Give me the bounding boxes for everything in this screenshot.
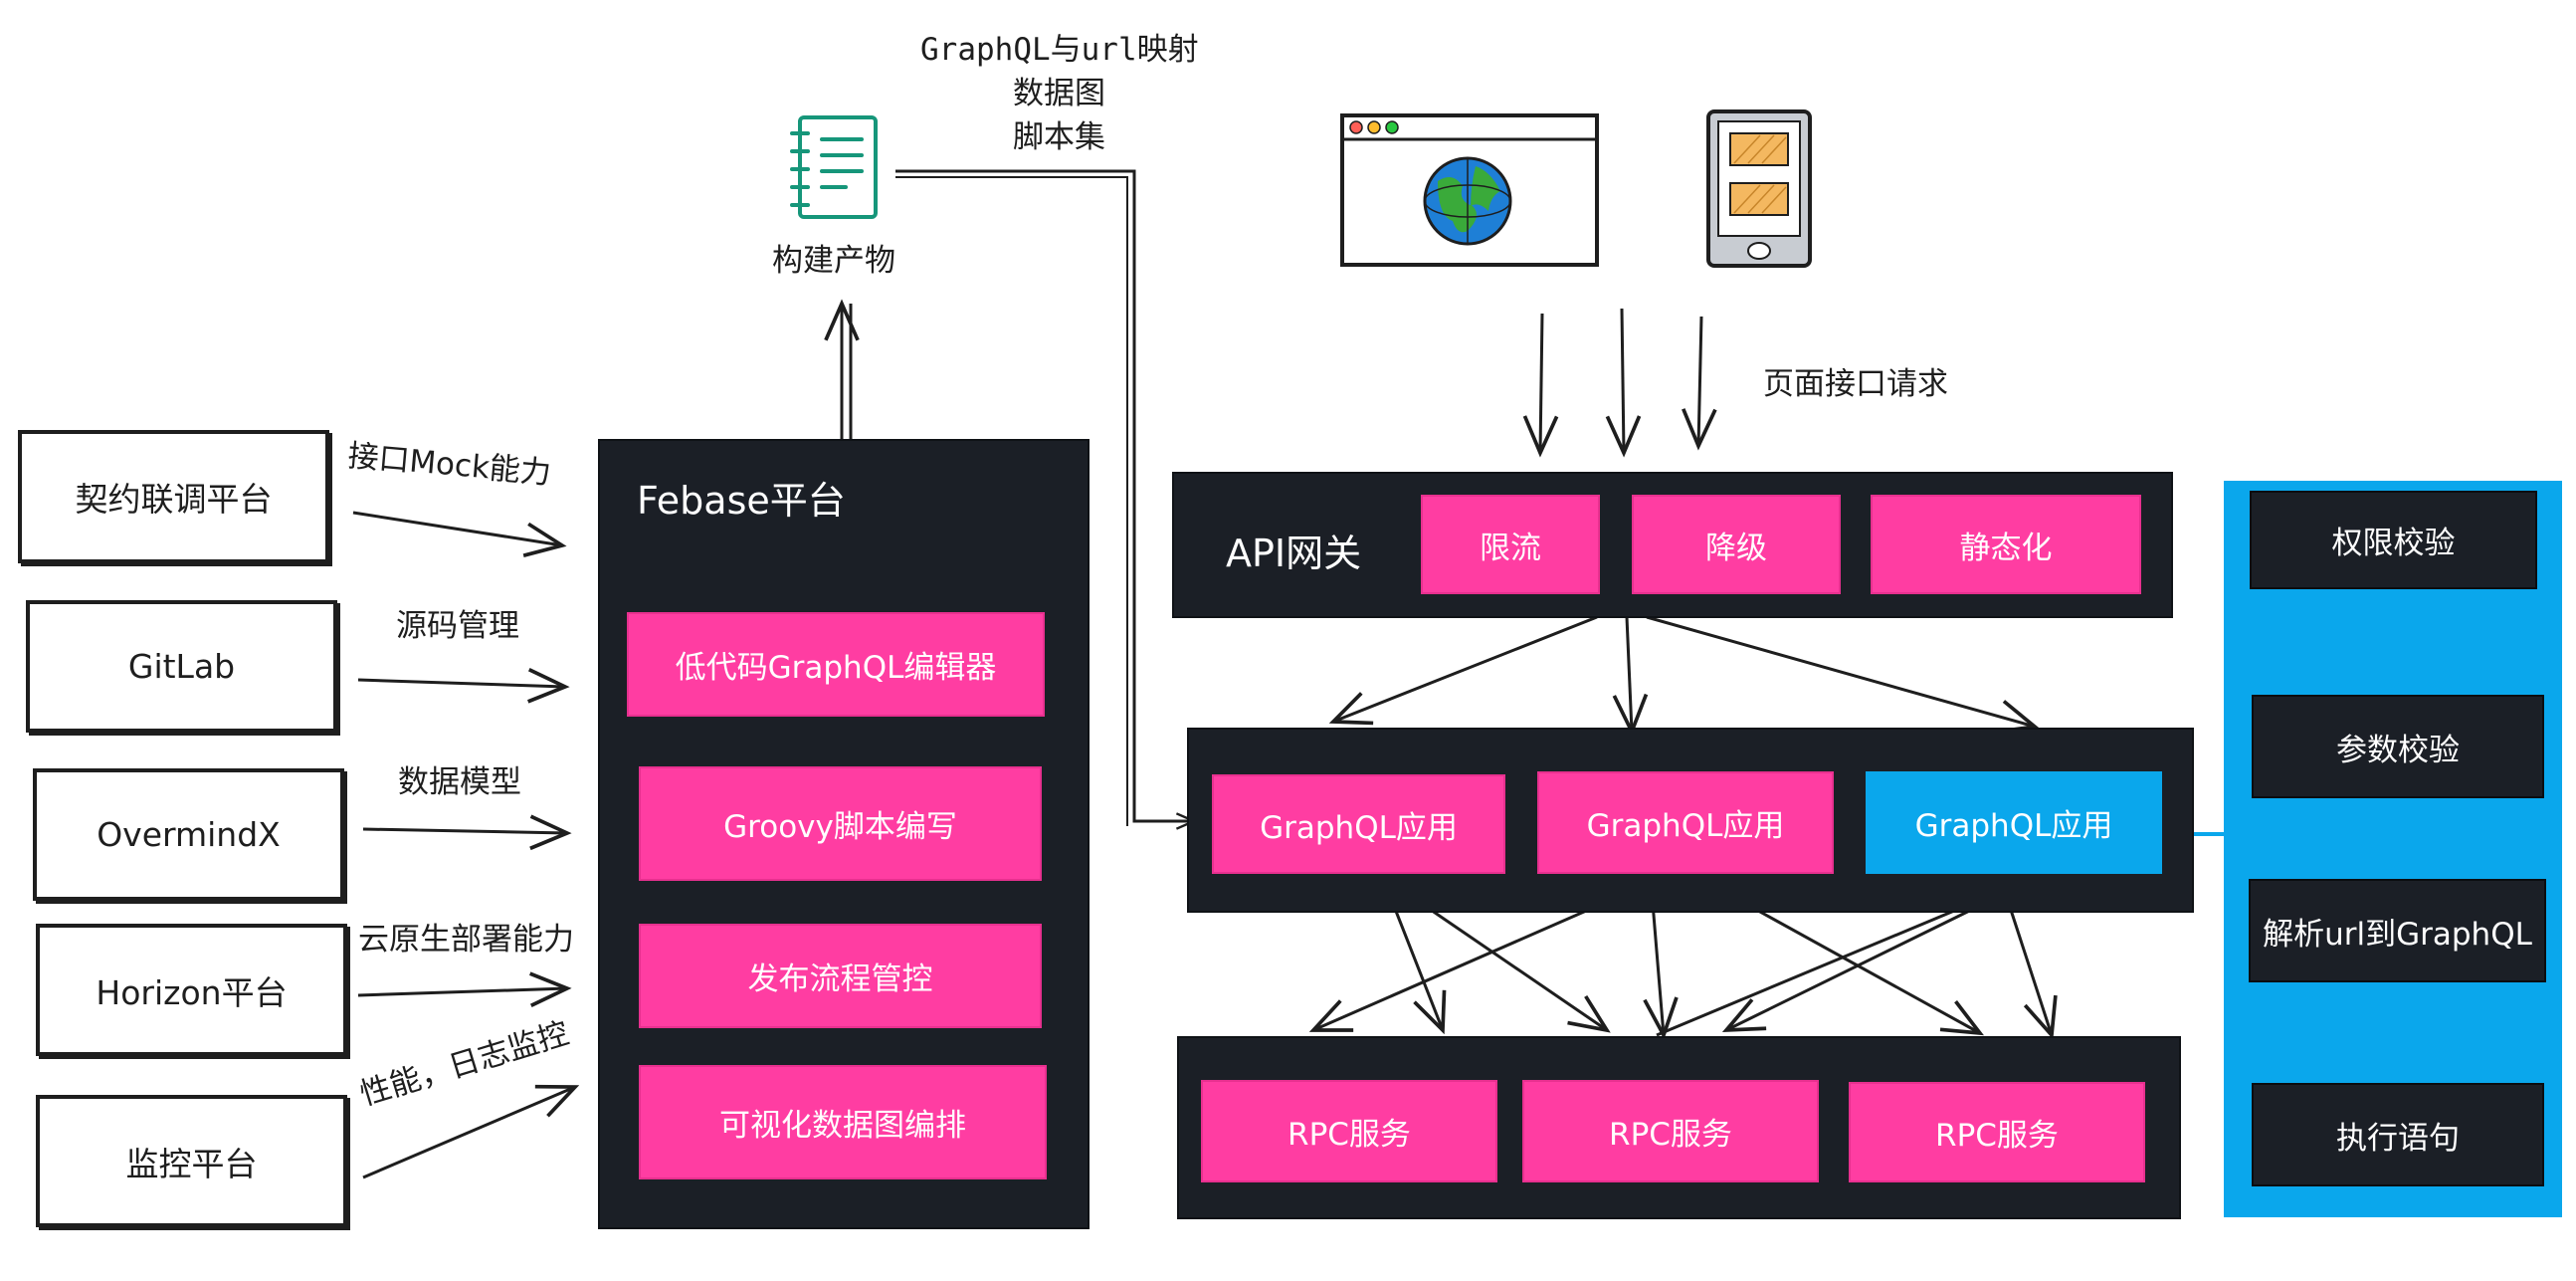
source-label: 监控平台: [125, 1144, 258, 1183]
pipeline-step-params[interactable]: 参数校验: [2254, 697, 2542, 796]
febase-title: Febase平台: [637, 479, 846, 523]
rpc-service-1[interactable]: RPC服务: [1201, 1080, 1497, 1182]
edge-label-source: 源码管理: [396, 608, 519, 644]
client-request-arrows: [1522, 308, 1717, 458]
source-box-monitor: 监控平台: [36, 1095, 347, 1227]
api-gateway-title: API网关: [1226, 532, 1362, 575]
document-icon: [786, 111, 886, 226]
browser-client-icon: [1338, 111, 1602, 271]
artifact-label: 构建产物: [772, 243, 895, 279]
febase-item-lowcode-editor[interactable]: 低代码GraphQL编辑器: [627, 612, 1045, 717]
source-label: OvermindX: [97, 815, 281, 854]
gateway-feature-ratelimit[interactable]: 限流: [1421, 495, 1600, 594]
source-box-horizon: Horizon平台: [36, 924, 347, 1056]
artifact-note-datagraph: 数据图: [1013, 76, 1105, 111]
pipeline-step-execute[interactable]: 执行语句: [2254, 1085, 2542, 1184]
edge-label-deploy: 云原生部署能力: [358, 922, 574, 958]
rpc-service-2[interactable]: RPC服务: [1522, 1080, 1819, 1182]
graphql-app-3[interactable]: GraphQL应用: [1866, 771, 2162, 874]
gateway-feature-degrade[interactable]: 降级: [1632, 495, 1841, 594]
edge-label-monitor: 性能，日志监控: [355, 1015, 573, 1114]
request-label: 页面接口请求: [1763, 366, 1948, 402]
febase-item-release-flow[interactable]: 发布流程管控: [639, 924, 1042, 1028]
edge-label-mock: 接口Mock能力: [346, 438, 553, 492]
source-box-overmindx: OvermindX: [33, 768, 344, 901]
source-box-gitlab: GitLab: [26, 600, 337, 733]
mobile-client-icon: [1704, 107, 1814, 272]
graphql-app-2[interactable]: GraphQL应用: [1537, 771, 1834, 874]
artifact-note-mapping: GraphQL与url映射: [920, 32, 1199, 68]
graphql-to-rpc-arrows: [1308, 889, 2058, 1040]
source-label: 契约联调平台: [75, 480, 273, 519]
pipeline-step-auth[interactable]: 权限校验: [2252, 493, 2535, 587]
gateway-feature-static[interactable]: 静态化: [1871, 495, 2141, 594]
febase-item-datagraph[interactable]: 可视化数据图编排: [639, 1065, 1047, 1179]
gateway-to-graphql-arrows: [1328, 615, 2040, 737]
artifact-note-scripts: 脚本集: [1013, 119, 1105, 155]
edge-label-datamodel: 数据模型: [398, 764, 521, 800]
source-label: Horizon平台: [96, 972, 288, 1012]
source-box-contract: 契约联调平台: [18, 430, 329, 563]
rpc-service-3[interactable]: RPC服务: [1849, 1082, 2145, 1182]
febase-item-groovy[interactable]: Groovy脚本编写: [639, 766, 1042, 881]
pipeline-step-parse[interactable]: 解析url到GraphQL: [2251, 881, 2544, 980]
graphql-app-1[interactable]: GraphQL应用: [1212, 774, 1505, 874]
source-label: GitLab: [127, 647, 236, 686]
